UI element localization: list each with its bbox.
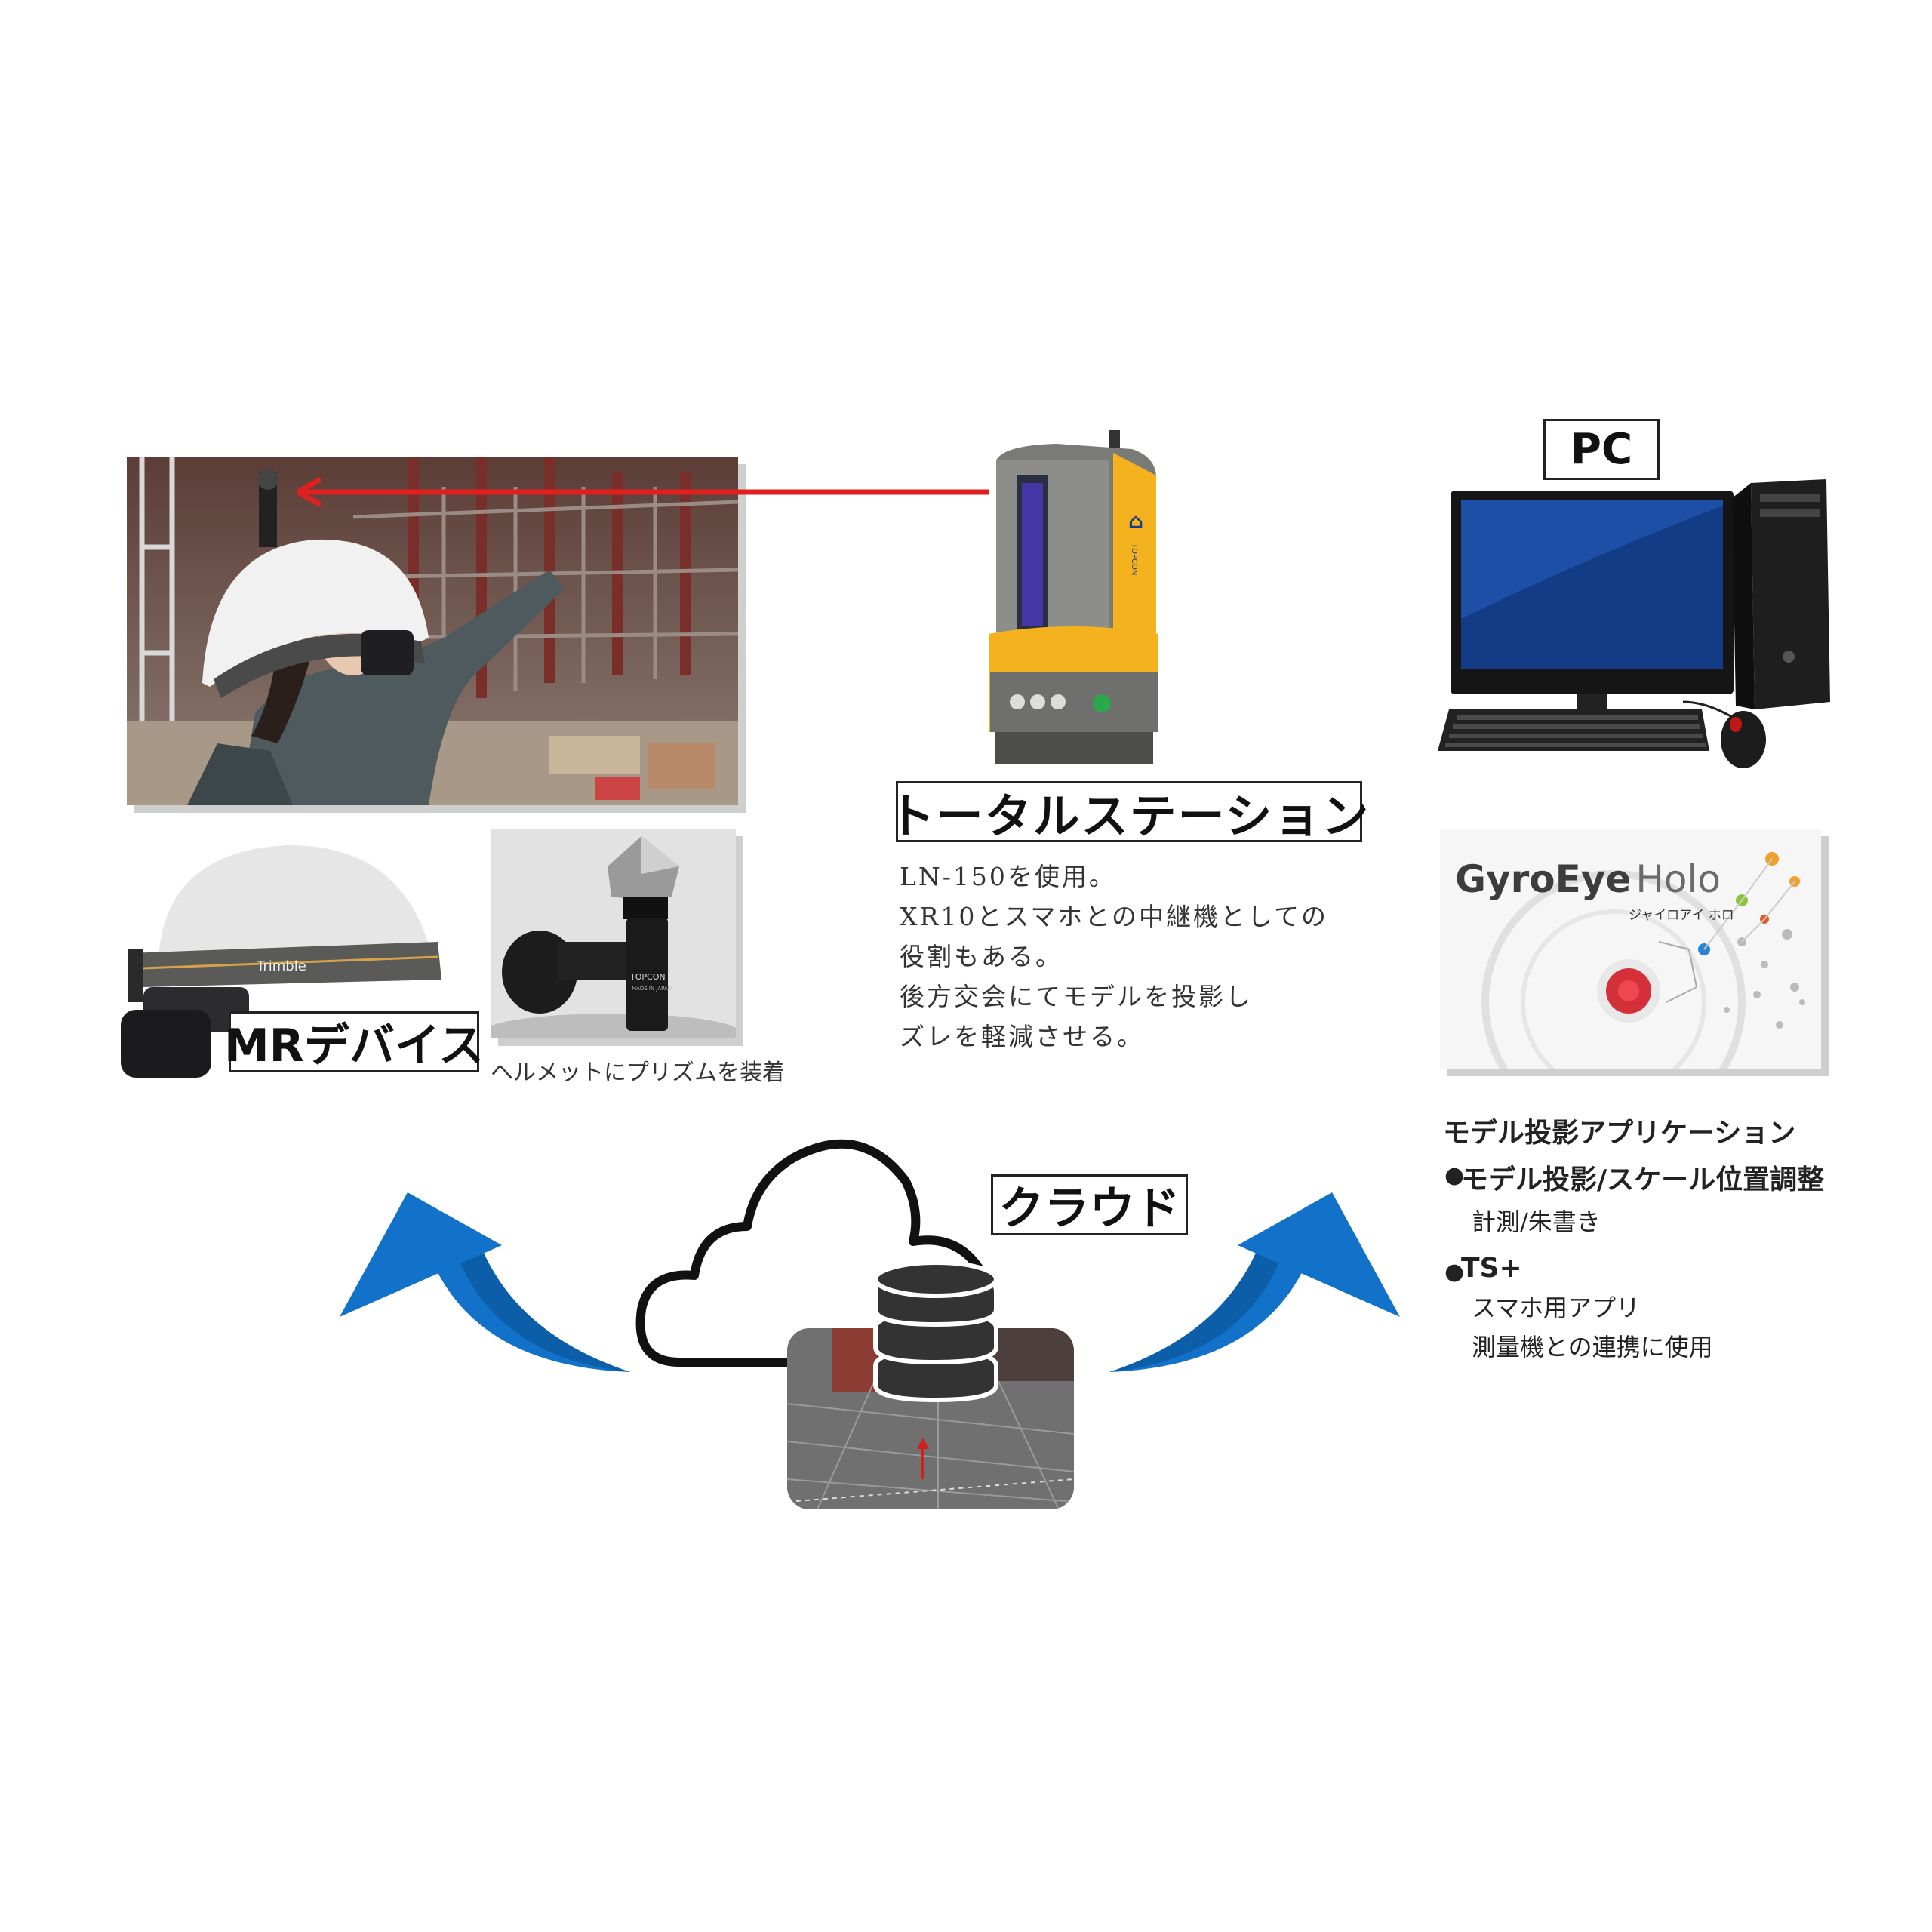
total-station-description: LN-150を使用。 XR10とスマホとの中継機としての 役割もある。 後方交会… bbox=[900, 857, 1352, 1057]
ts-desc-line: XR10とスマホとの中継機としての bbox=[900, 902, 1329, 931]
ts-brand-text: TOPCON bbox=[1130, 543, 1138, 575]
ts-desc-line: LN-150を使用。 bbox=[900, 862, 1116, 891]
app-title: モデル投影アプリケーション bbox=[1443, 1118, 1796, 1149]
pc-label: PC bbox=[1543, 419, 1660, 480]
mr-device-label: MRデバイス bbox=[224, 1011, 484, 1072]
app-logo-kana: ジャイロアイ ホロ bbox=[1629, 908, 1734, 923]
prism-photo: TOPCON MADE IN JAPAN bbox=[491, 829, 736, 1038]
app-item-line: 測量機との連携に使用 bbox=[1472, 1333, 1713, 1361]
mr-worker-photo bbox=[127, 457, 738, 805]
app-logo-sub: Holo bbox=[1635, 857, 1721, 901]
total-station-label: トータルステーション bbox=[888, 781, 1368, 844]
prism-brand-text: TOPCON bbox=[629, 972, 666, 982]
prism-made-text: MADE IN JAPAN bbox=[632, 986, 672, 992]
app-item-line: スマホ用アプリ bbox=[1472, 1294, 1641, 1322]
app-item-line: 計測/朱書き bbox=[1472, 1208, 1601, 1236]
bullet-icon: ● bbox=[1444, 1162, 1465, 1189]
app-logo-main: GyroEye bbox=[1455, 857, 1632, 901]
sync-arrow-right bbox=[1109, 1192, 1400, 1372]
total-station-image: ⌂ TOPCON bbox=[989, 430, 1158, 764]
cloud-label: クラウド bbox=[991, 1174, 1188, 1235]
ts-desc-line: 役割もある。 bbox=[900, 942, 1063, 971]
signal-arrow bbox=[297, 476, 989, 508]
svg-text:⌂: ⌂ bbox=[1128, 509, 1143, 534]
ts-desc-line: 後方交会にてモデルを投影し bbox=[900, 982, 1253, 1011]
prism-caption: ヘルメットにプリズムを装着 bbox=[491, 1060, 785, 1086]
bullet-icon: ● bbox=[1444, 1259, 1465, 1285]
pc-image bbox=[1438, 479, 1830, 768]
sync-arrow-left bbox=[340, 1192, 630, 1372]
app-item-heading: モデル投影/スケール位置調整 bbox=[1461, 1164, 1825, 1195]
helmet-device-image: Trimble bbox=[121, 844, 441, 1078]
helmet-brand-text: Trimble bbox=[256, 958, 306, 974]
ts-desc-line: ズレを軽減させる。 bbox=[900, 1022, 1144, 1051]
app-item-heading: TS+ bbox=[1461, 1253, 1522, 1284]
database-icon bbox=[873, 1260, 998, 1403]
